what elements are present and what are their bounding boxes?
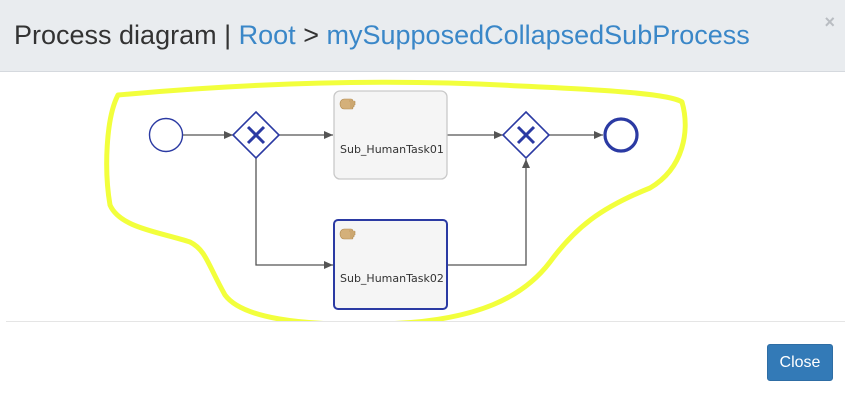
breadcrumb-current-link[interactable]: mySupposedCollapsedSubProcess bbox=[326, 20, 750, 50]
start-event[interactable] bbox=[148, 117, 184, 153]
page-title: Process diagram | Root > mySupposedColla… bbox=[14, 18, 750, 52]
exclusive-gateway-join[interactable] bbox=[501, 110, 551, 160]
footer-divider bbox=[6, 321, 845, 322]
bpmn-diagram: Sub_HumanTask01 Sub_HumanTask02 bbox=[104, 79, 688, 321]
task-sub-humantask01[interactable]: Sub_HumanTask01 bbox=[333, 90, 448, 180]
flow-gateway-to-task02 bbox=[255, 158, 333, 269]
title-separator: | bbox=[224, 20, 232, 50]
dialog-header: Process diagram | Root > mySupposedColla… bbox=[0, 0, 845, 72]
hand-icon bbox=[339, 228, 356, 240]
highlight-outline bbox=[104, 79, 688, 321]
breadcrumb-root-link[interactable]: Root bbox=[238, 20, 296, 50]
flow-task02-to-gateway bbox=[447, 159, 530, 266]
task-sub-humantask02[interactable]: Sub_HumanTask02 bbox=[333, 219, 448, 310]
title-prefix: Process diagram bbox=[14, 20, 217, 50]
hand-icon bbox=[339, 98, 356, 110]
task-label-01: Sub_HumanTask01 bbox=[340, 143, 444, 156]
close-button[interactable]: Close bbox=[767, 344, 833, 381]
close-icon[interactable]: × bbox=[824, 12, 835, 32]
task-label-02: Sub_HumanTask02 bbox=[340, 272, 444, 285]
end-event[interactable] bbox=[603, 117, 639, 153]
breadcrumb-arrow: > bbox=[303, 20, 319, 50]
exclusive-gateway-split[interactable] bbox=[231, 110, 281, 160]
